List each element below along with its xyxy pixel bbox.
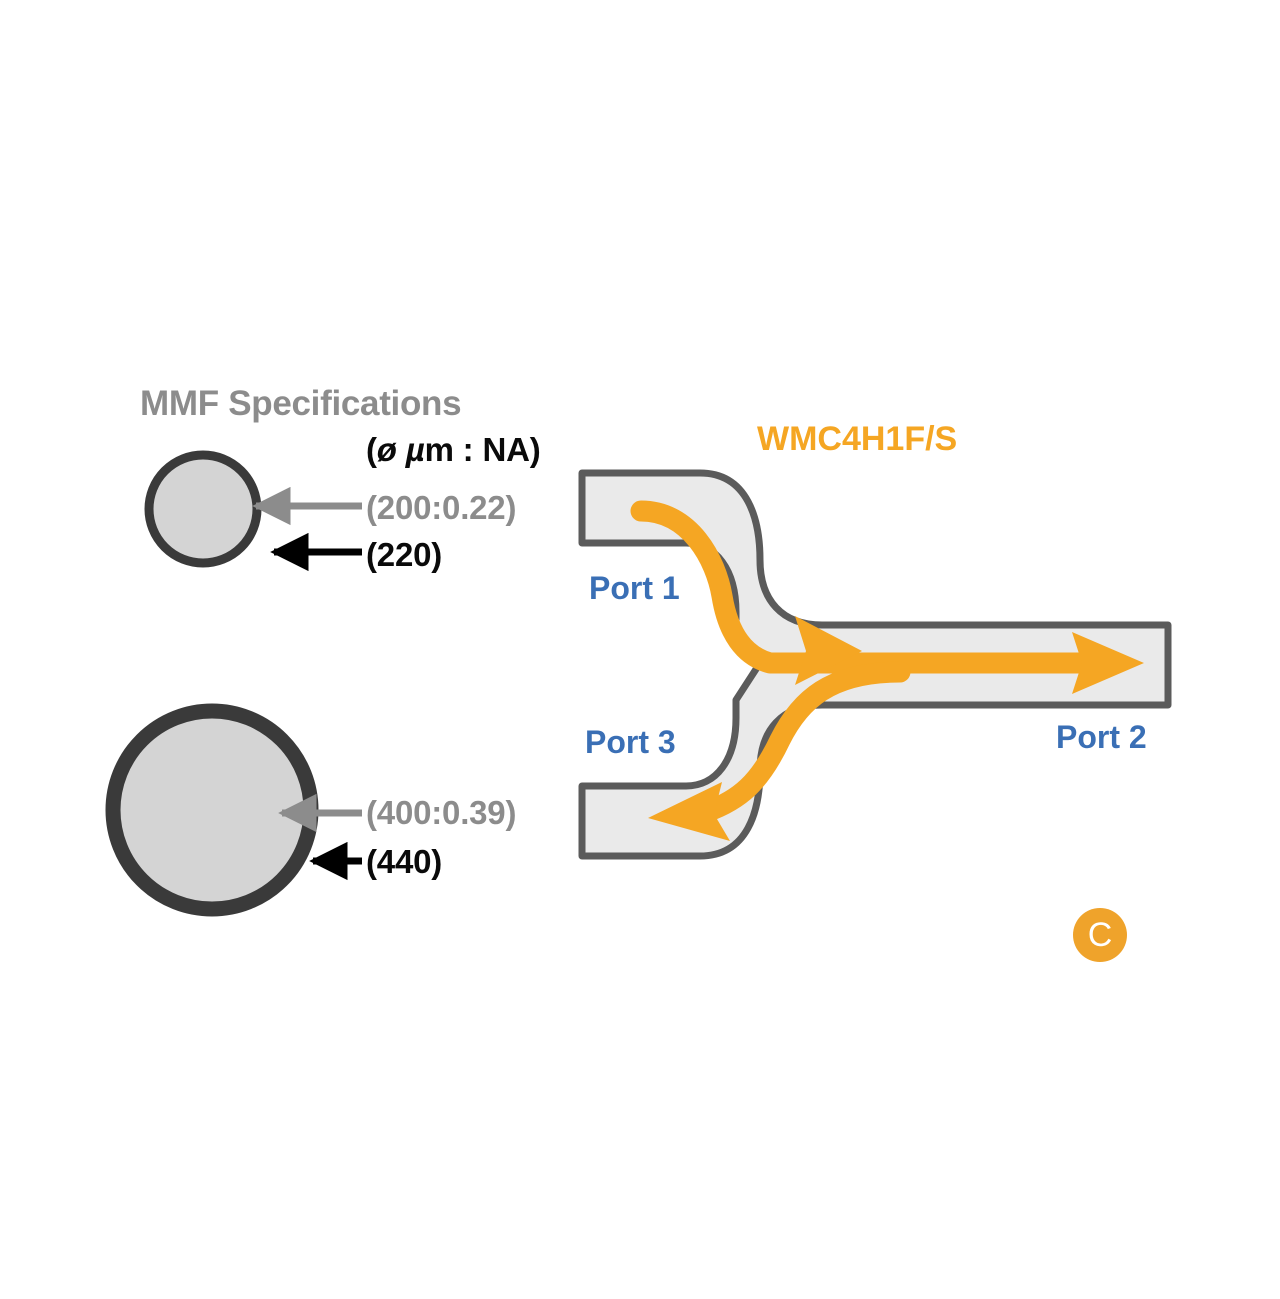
beam-port1-to-port2	[630, 500, 1144, 694]
beam-arrowhead-junction	[795, 616, 862, 685]
port-1-label: Port 1	[589, 570, 680, 606]
diameter-symbol: ø	[376, 431, 397, 468]
micron-mu-symbol: µ	[405, 431, 425, 468]
spec-header-separator: :	[453, 431, 483, 468]
fiber-cross-section-200	[144, 450, 262, 568]
beam-arrowhead-port2	[1072, 632, 1144, 694]
beam-arrowhead-port3	[648, 782, 730, 841]
cladding-ring-440	[105, 703, 319, 917]
spec-units-header: (ø µm : NA)	[366, 433, 541, 466]
beam-path-upper	[630, 500, 781, 674]
beam-path-lower	[695, 661, 911, 823]
port-2-label: Port 2	[1056, 719, 1147, 755]
fiber-200-cladding-label: (220)	[366, 536, 443, 573]
device-model-title: WMC4H1F/S	[757, 420, 958, 458]
cladding-ring-220	[144, 450, 262, 568]
fiber-cross-section-400	[105, 703, 319, 917]
fiber-400-cladding-label: (440)	[366, 843, 443, 880]
port-3-label: Port 3	[585, 724, 676, 760]
fiber-400-core-label: (400:0.39)	[366, 794, 517, 831]
fiber-200-core-label: (200:0.22)	[366, 489, 517, 526]
panel-letter-badge: C	[1073, 908, 1127, 962]
micron-m: m	[424, 431, 454, 468]
beam-to-port3	[648, 661, 911, 841]
spec-header-open: (	[366, 431, 377, 468]
spec-header-close: )	[529, 431, 541, 468]
na-abbr: NA	[482, 431, 530, 468]
mmf-specifications-heading: MMF Specifications	[140, 384, 462, 423]
